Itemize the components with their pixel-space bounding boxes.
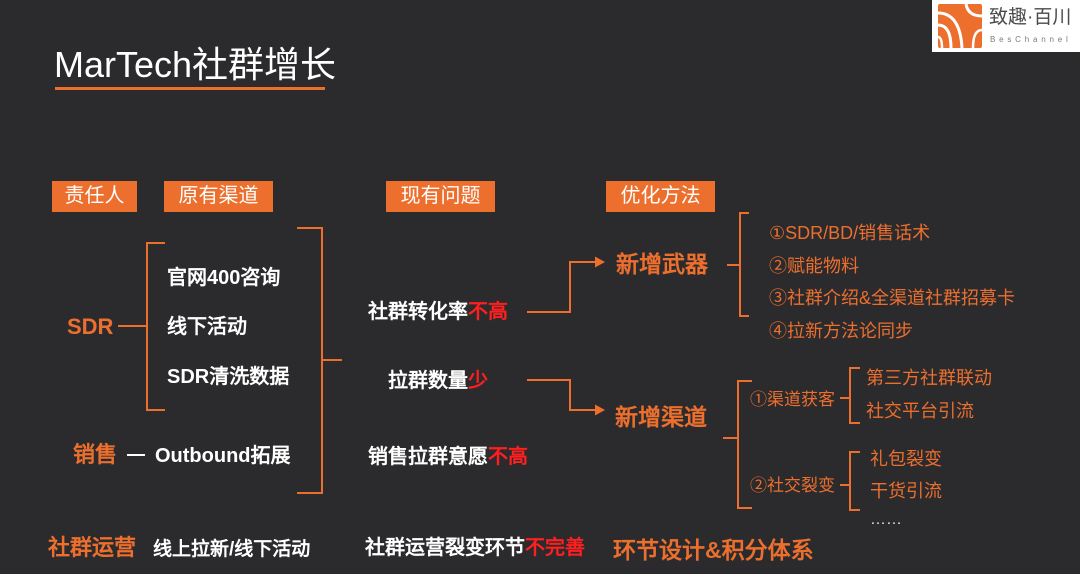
acquisition-item-third-party: 第三方社群联动 <box>866 368 992 388</box>
issue-group-volume: 拉群数量少 <box>388 371 488 391</box>
channel-group-viral: ②社交裂变 <box>750 476 835 495</box>
channel-website-400: 官网400咨询 <box>167 267 281 289</box>
channels-group-bracket <box>297 227 342 494</box>
header-current-issues: 现有问题 <box>386 181 495 212</box>
issue-conversion-rate: 社群转化率不高 <box>368 302 508 322</box>
weapon-item-scripts: ①SDR/BD/销售话术 <box>769 223 931 243</box>
logo-tagline: BesChannel <box>990 35 1072 44</box>
weapon-item-methodology: ④拉新方法论同步 <box>769 321 913 341</box>
sdr-channels-bracket <box>146 242 165 411</box>
channel-sdr-data-cleaning: SDR清洗数据 <box>167 366 290 388</box>
weapon-item-materials: ②赋能物料 <box>769 256 859 276</box>
channel-offline-events: 线下活动 <box>167 316 247 338</box>
issue-text: 社群运营裂变环节 <box>365 537 525 559</box>
issue-viral-process: 社群运营裂变环节不完善 <box>365 538 585 558</box>
weapons-bracket <box>727 212 749 317</box>
issue-highlight: 少 <box>468 370 488 392</box>
issue-highlight: 不高 <box>468 301 508 323</box>
owner-community-ops: 社群运营 <box>48 535 137 560</box>
issue-text: 拉群数量 <box>388 370 468 392</box>
solution-new-channels: 新增渠道 <box>615 404 707 430</box>
acquisition-item-social-platform: 社交平台引流 <box>866 401 974 421</box>
channel-outbound: Outbound拓展 <box>155 445 291 467</box>
viral-bracket <box>840 451 860 511</box>
channel-group-acquisition: ①渠道获客 <box>750 390 835 409</box>
owner-sales: 销售 <box>73 442 118 467</box>
title-underline <box>55 87 325 90</box>
arrow-conversion-to-weapons <box>527 261 597 313</box>
solution-new-weapons: 新增武器 <box>616 251 708 277</box>
issue-highlight: 不完善 <box>525 537 585 559</box>
owner-sdr: SDR <box>67 314 114 339</box>
header-optimization: 优化方法 <box>606 181 715 212</box>
channel-online-offline: 线上拉新/线下活动 <box>153 539 311 560</box>
brand-logo: 致趣·百川 BesChannel <box>932 0 1080 52</box>
arrowhead-channels <box>595 404 605 416</box>
issue-sales-willingness: 销售拉群意愿不高 <box>368 447 528 467</box>
solution-community-ops: 环节设计&积分体系 <box>613 537 814 563</box>
header-original-channels: 原有渠道 <box>164 181 273 212</box>
ribbon-logo-icon <box>938 4 982 48</box>
header-owner: 责任人 <box>52 181 137 212</box>
issue-highlight: 不高 <box>488 446 528 468</box>
new-channels-bracket <box>723 380 752 509</box>
weapon-item-recruit-card: ③社群介绍&全渠道社群招募卡 <box>769 288 1016 308</box>
issue-text: 销售拉群意愿 <box>368 446 488 468</box>
arrowhead-weapons <box>595 256 605 268</box>
arrow-volume-to-channels <box>527 379 597 411</box>
slide-title: MarTech社群增长 <box>54 44 337 85</box>
acquisition-bracket <box>840 367 860 424</box>
viral-item-ellipsis: …… <box>870 511 902 528</box>
viral-item-content: 干货引流 <box>870 481 942 501</box>
issue-text: 社群转化率 <box>368 301 468 323</box>
logo-name: 致趣·百川 <box>989 7 1072 28</box>
viral-item-gift-pack: 礼包裂变 <box>870 449 942 469</box>
